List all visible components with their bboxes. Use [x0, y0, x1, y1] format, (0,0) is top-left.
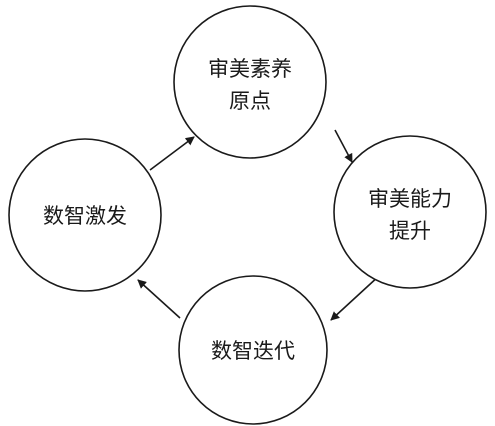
node-digital-iteration-label: 数智迭代 — [211, 339, 295, 363]
node-aesthetic-origin: 审美素养 原点 — [173, 5, 327, 159]
edge-iteration-to-stimulation — [137, 279, 181, 319]
node-aesthetic-ability-label-line2: 提升 — [389, 219, 431, 243]
node-aesthetic-ability: 审美能力 提升 — [333, 135, 487, 289]
edge-ability-to-iteration — [330, 274, 381, 321]
node-digital-stimulation-label: 数智激发 — [43, 204, 127, 228]
node-aesthetic-origin-label-line2: 原点 — [229, 89, 271, 113]
node-digital-iteration: 数智迭代 — [178, 275, 328, 425]
node-aesthetic-ability-label-line1: 审美能力 — [368, 187, 452, 211]
edge-stimulation-to-origin — [149, 136, 195, 171]
node-digital-stimulation: 数智激发 — [8, 138, 162, 292]
edge-origin-to-ability — [334, 129, 353, 163]
node-aesthetic-origin-label-line1: 审美素养 — [208, 57, 292, 81]
